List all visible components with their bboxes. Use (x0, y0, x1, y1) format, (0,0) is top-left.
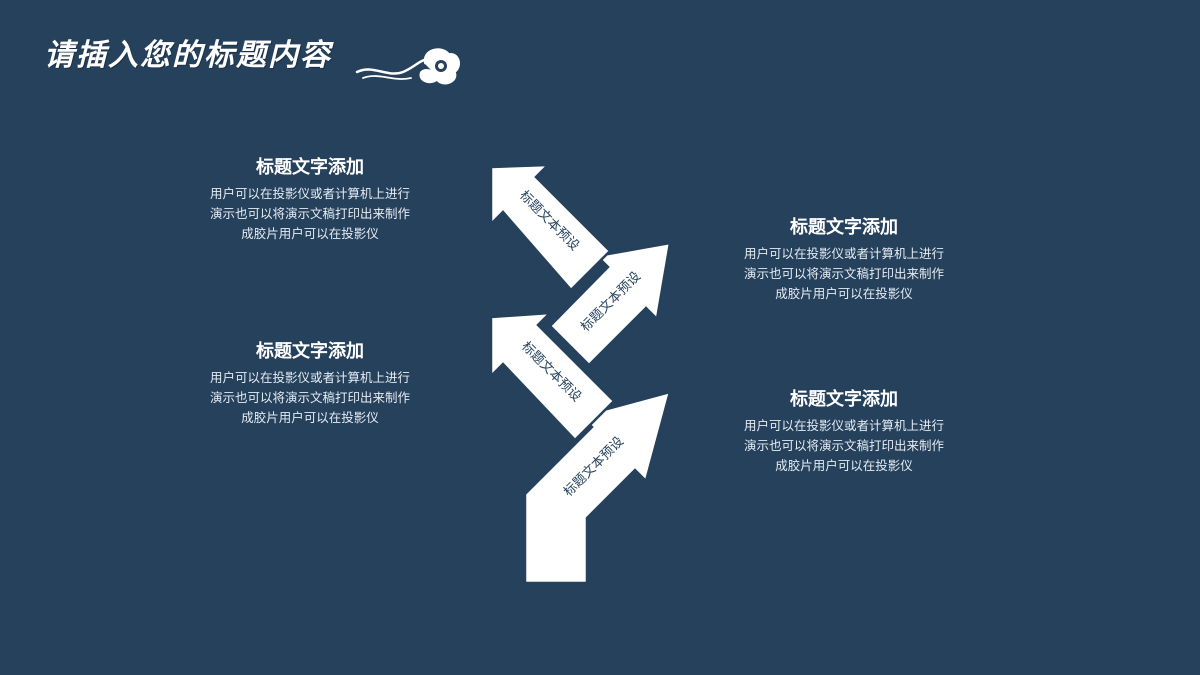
block-heading: 标题文字添加 (790, 217, 898, 238)
body-line: 演示也可以将演示文稿打印出来制作 (743, 438, 944, 453)
body-line: 成胶片用户可以在投影仪 (775, 458, 913, 473)
block-heading: 标题文字添加 (256, 341, 364, 362)
cloud-ornament-icon (355, 48, 460, 85)
block-heading: 标题文字添加 (256, 157, 364, 178)
body-line: 用户可以在投影仪或者计算机上进行 (209, 186, 410, 201)
body-line: 演示也可以将演示文稿打印出来制作 (209, 390, 410, 405)
arrow-shape-1 (489, 163, 612, 292)
body-line: 成胶片用户可以在投影仪 (241, 226, 379, 241)
block-body: 用户可以在投影仪或者计算机上进行 演示也可以将演示文稿打印出来制作 成胶片用户可… (714, 416, 974, 476)
arrow-shape-4 (523, 390, 672, 585)
body-line: 成胶片用户可以在投影仪 (241, 410, 379, 425)
body-line: 用户可以在投影仪或者计算机上进行 (743, 418, 944, 433)
arrow-shape-2 (548, 241, 672, 367)
text-block-bottom-right: 标题文字添加 用户可以在投影仪或者计算机上进行 演示也可以将演示文稿打印出来制作… (714, 387, 974, 476)
arrow-shape-3 (489, 311, 616, 442)
block-heading: 标题文字添加 (790, 389, 898, 410)
body-line: 用户可以在投影仪或者计算机上进行 (743, 246, 944, 261)
body-line: 演示也可以将演示文稿打印出来制作 (743, 266, 944, 281)
body-line: 用户可以在投影仪或者计算机上进行 (209, 370, 410, 385)
block-body: 用户可以在投影仪或者计算机上进行 演示也可以将演示文稿打印出来制作 成胶片用户可… (180, 184, 440, 244)
arrow-1: 标题文本预设 (489, 163, 612, 292)
body-line: 演示也可以将演示文稿打印出来制作 (209, 206, 410, 221)
text-block-bottom-left: 标题文字添加 用户可以在投影仪或者计算机上进行 演示也可以将演示文稿打印出来制作… (180, 339, 440, 428)
text-block-top-left: 标题文字添加 用户可以在投影仪或者计算机上进行 演示也可以将演示文稿打印出来制作… (180, 155, 440, 244)
text-block-top-right: 标题文字添加 用户可以在投影仪或者计算机上进行 演示也可以将演示文稿打印出来制作… (714, 215, 974, 304)
block-body: 用户可以在投影仪或者计算机上进行 演示也可以将演示文稿打印出来制作 成胶片用户可… (714, 244, 974, 304)
slide-title: 请插入您的标题内容 (44, 38, 332, 73)
arrow-4: 标题文本预设 (523, 390, 672, 585)
block-body: 用户可以在投影仪或者计算机上进行 演示也可以将演示文稿打印出来制作 成胶片用户可… (180, 368, 440, 428)
body-line: 成胶片用户可以在投影仪 (775, 286, 913, 301)
